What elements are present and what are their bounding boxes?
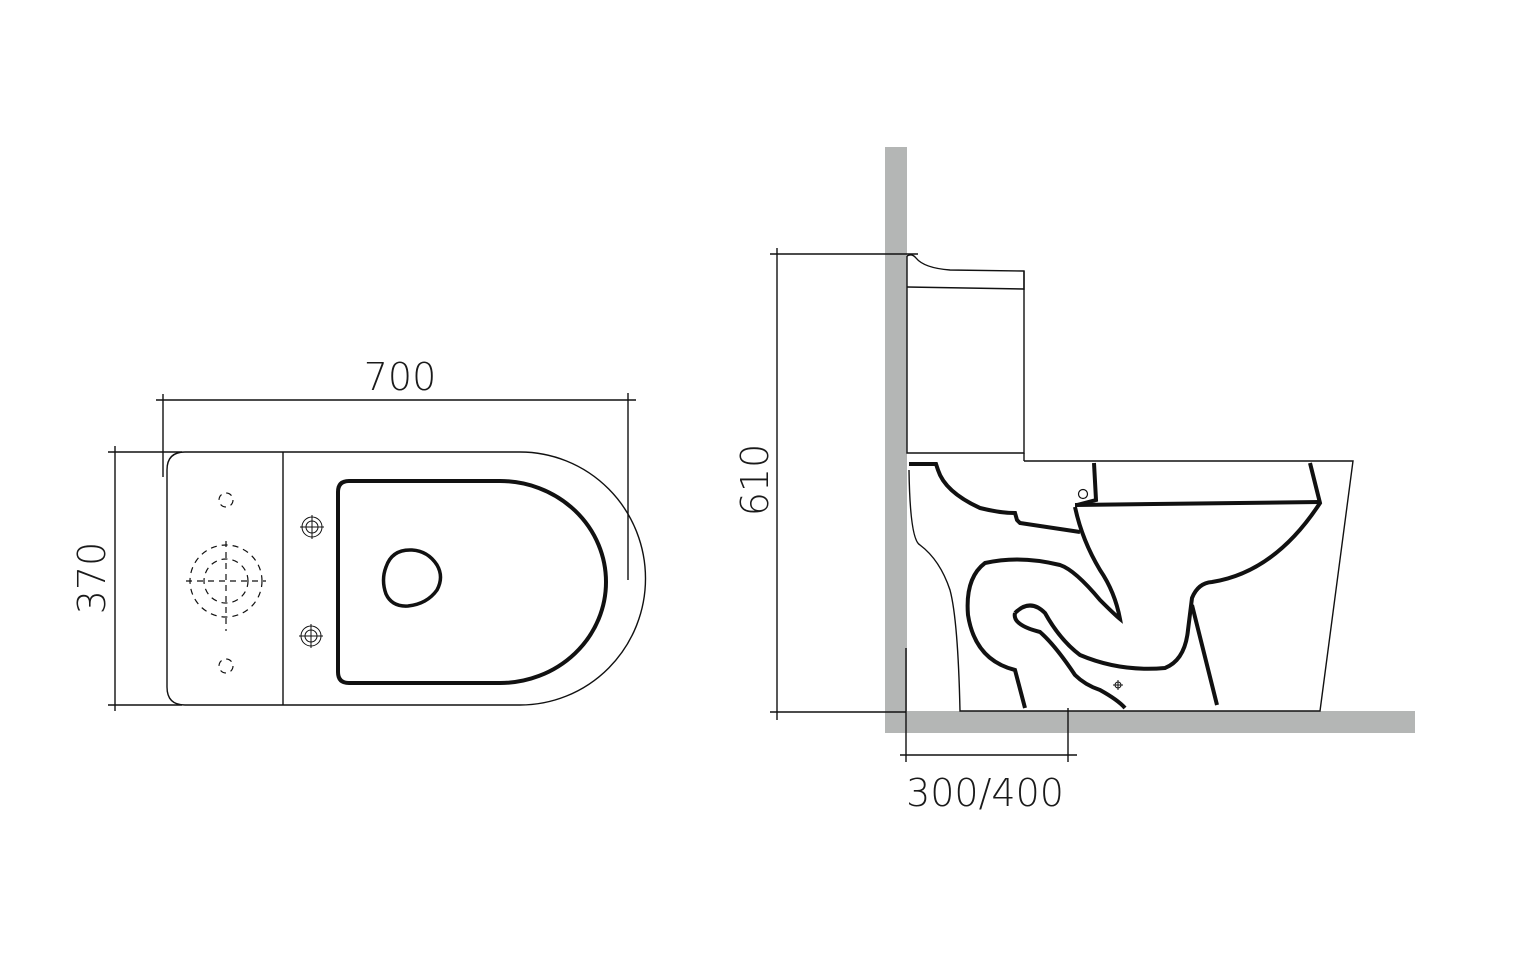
- depth-dimension-label: 370: [70, 542, 114, 615]
- hinge-bolt-icon: [300, 515, 324, 539]
- outlet-dimension-label: 300/400: [906, 771, 1064, 815]
- crosshair-marker-icon: [1113, 680, 1123, 690]
- height-dimension: [770, 248, 918, 720]
- tank-body: [906, 256, 1025, 454]
- hinge-bolt-icon: [299, 624, 323, 648]
- trap-curve: [1013, 462, 1323, 671]
- depth-dimension: [108, 446, 182, 711]
- width-dimension-label: 700: [364, 355, 437, 399]
- wall: [885, 147, 907, 733]
- flush-valve-icon: [186, 492, 266, 674]
- width-dimension: [156, 393, 636, 580]
- seat-outline: [336, 479, 608, 685]
- seat-side: [1074, 500, 1321, 507]
- bowl-outline-side: [908, 460, 1354, 712]
- top-view: 700 370: [70, 355, 647, 711]
- trap-lower: [1012, 612, 1127, 710]
- tank-lid: [906, 254, 1025, 290]
- height-dimension-label: 610: [733, 444, 777, 517]
- floor: [885, 711, 1415, 733]
- bowl-inner: [965, 506, 1123, 709]
- outlet-dimension: [900, 648, 1077, 762]
- toilet-outline-top: [166, 451, 647, 706]
- rim-channel: [909, 462, 1081, 534]
- overflow-hole-icon: [1077, 488, 1089, 500]
- side-view: 610 300/400: [733, 147, 1415, 815]
- bowl-hole: [381, 548, 443, 608]
